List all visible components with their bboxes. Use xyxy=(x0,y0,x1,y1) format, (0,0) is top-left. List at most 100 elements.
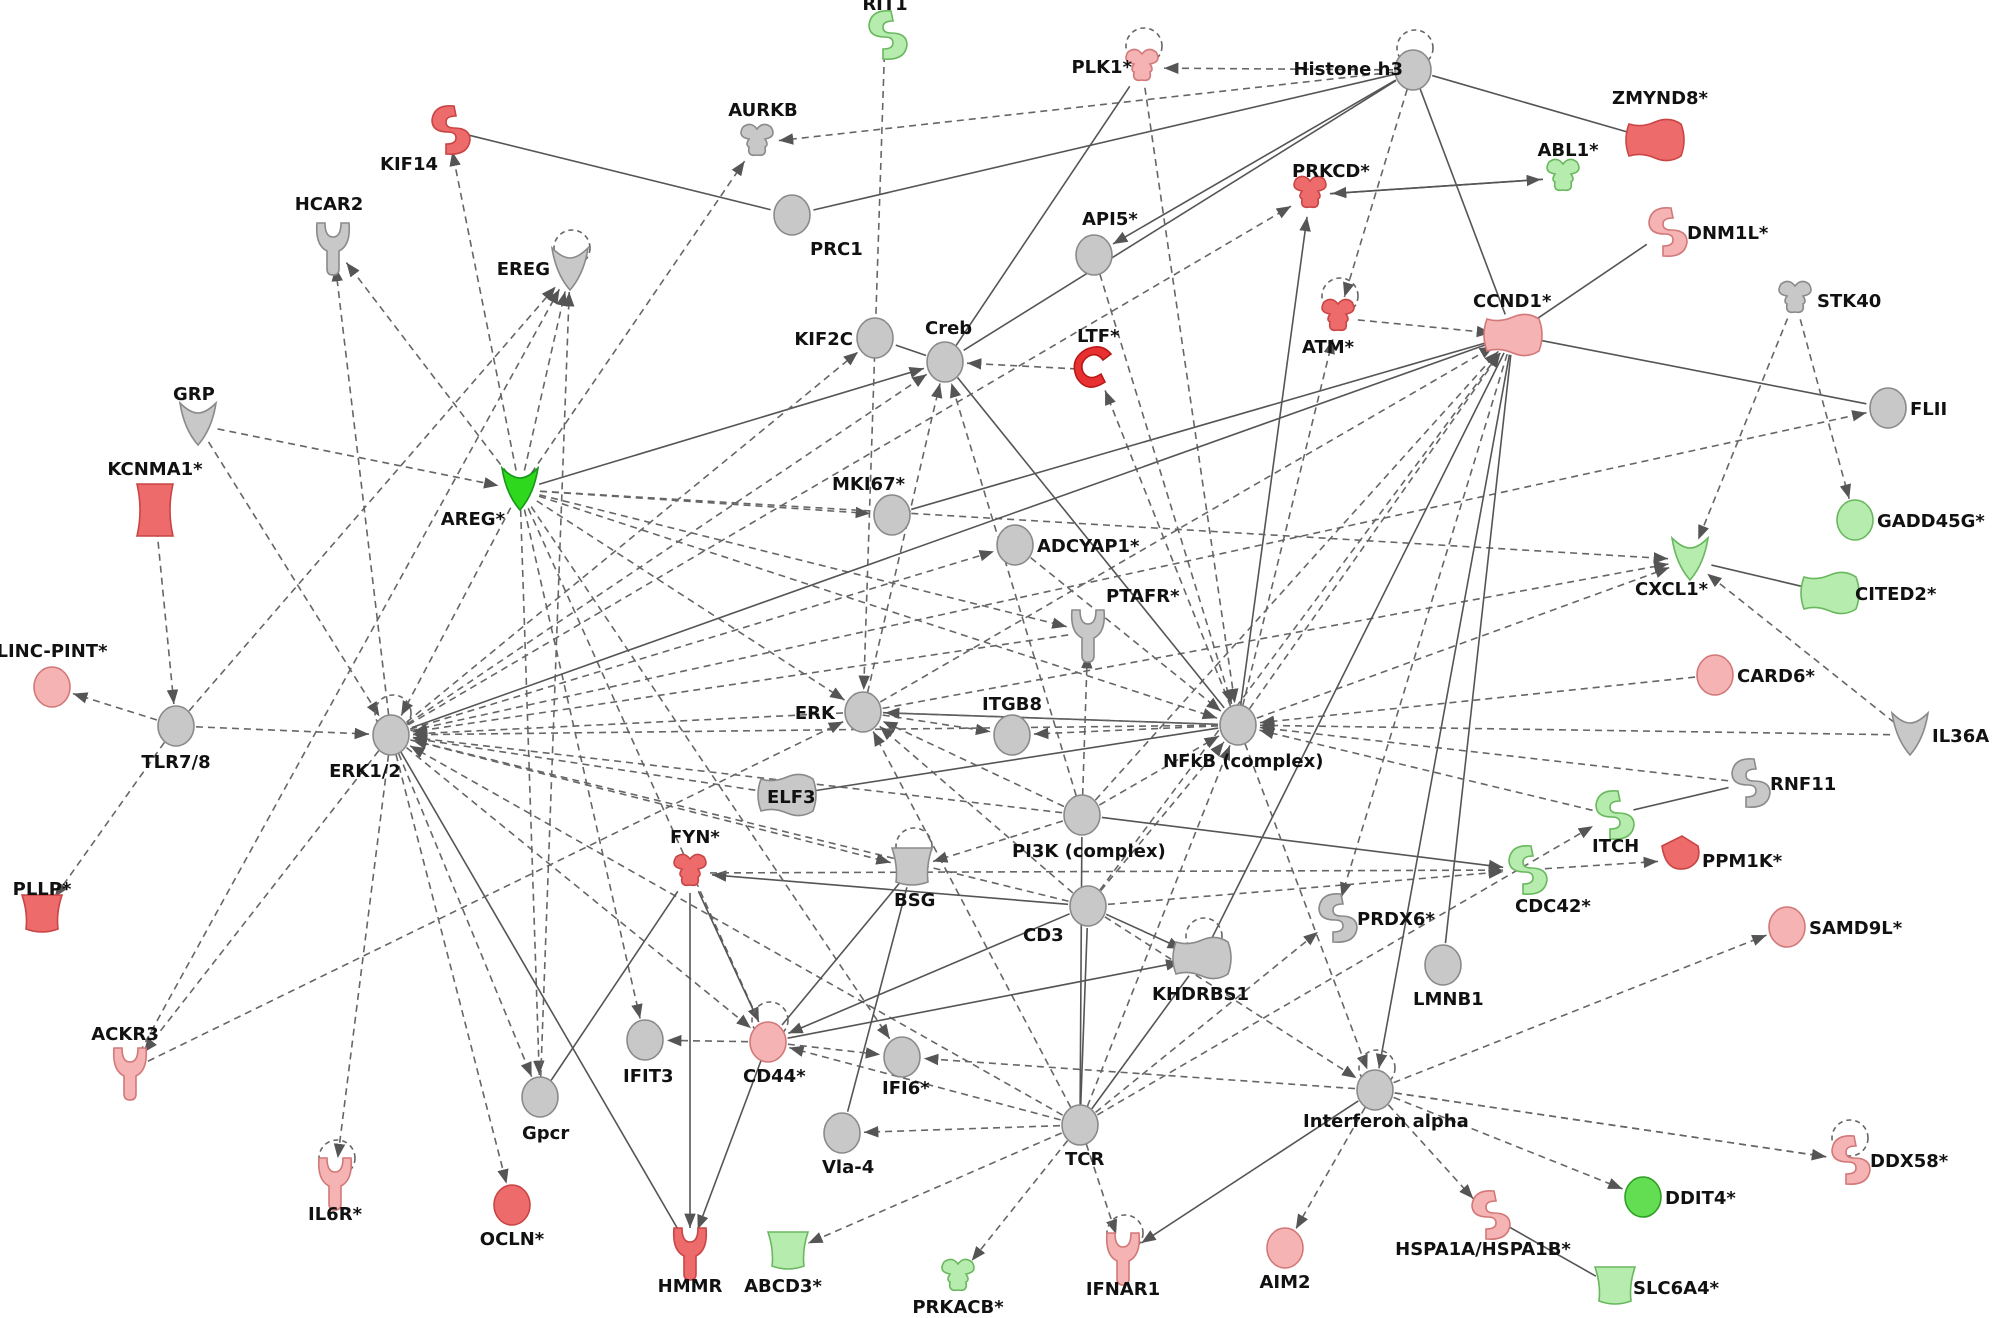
node-ifnar1[interactable]: IFNAR1 xyxy=(1086,1214,1160,1300)
node-shape-ptafr xyxy=(1070,609,1106,663)
node-shape-ccnd1 xyxy=(1483,313,1543,357)
node-prdx6[interactable]: PRDX6* xyxy=(1318,892,1435,944)
node-vla4[interactable]: Vla-4 xyxy=(822,1112,874,1178)
node-rnf11[interactable]: RNF11 xyxy=(1731,757,1836,809)
edge-rnf11-itch xyxy=(1633,786,1729,811)
node-lincpint[interactable]: LINC-PINT* xyxy=(0,641,108,708)
node-label-samd9l: SAMD9L* xyxy=(1809,918,1903,939)
node-il36a[interactable]: IL36A xyxy=(1890,710,1989,757)
edge-grp-areg xyxy=(217,428,499,489)
node-slc6a4[interactable]: SLC6A4* xyxy=(1593,1266,1720,1305)
node-stk40[interactable]: STK40 xyxy=(1778,280,1881,314)
node-erk[interactable]: ERK xyxy=(795,691,882,733)
node-hspa1a[interactable]: HSPA1A/HSPA1B* xyxy=(1395,1189,1571,1260)
node-itch[interactable]: ITCH xyxy=(1592,789,1639,857)
node-card6[interactable]: CARD6* xyxy=(1696,654,1815,696)
node-aim2[interactable]: AIM2 xyxy=(1259,1227,1311,1293)
node-erk12[interactable]: ERK1/2 xyxy=(329,694,412,782)
node-label-hcar2: HCAR2 xyxy=(295,194,364,215)
node-grp[interactable]: GRP xyxy=(173,384,218,447)
node-label-erk: ERK xyxy=(795,703,836,724)
edge-nfkb-erk xyxy=(884,707,1219,726)
node-shape-ifit3 xyxy=(626,1019,664,1061)
node-khdrbs1[interactable]: KHDRBS1 xyxy=(1152,917,1249,1005)
node-ackr3[interactable]: ACKR3 xyxy=(91,1024,159,1101)
node-label-cdc42: CDC42* xyxy=(1515,896,1591,917)
edge-tcr-erk12 xyxy=(409,745,1063,1116)
node-prkcd[interactable]: PRKCD* xyxy=(1292,161,1370,209)
node-ppm1k[interactable]: PPM1K* xyxy=(1661,835,1783,872)
node-label-prc1: PRC1 xyxy=(810,239,863,260)
node-cd44[interactable]: CD44* xyxy=(743,1001,806,1087)
edge-areg-nfkb xyxy=(538,495,1218,720)
edge-cd3-erk xyxy=(879,725,1074,894)
node-hmmr[interactable]: HMMR xyxy=(658,1227,723,1297)
node-mki67[interactable]: MKI67* xyxy=(832,474,911,536)
node-ifi6[interactable]: IFI6* xyxy=(882,1036,930,1099)
node-abcd3[interactable]: ABCD3* xyxy=(744,1231,822,1297)
node-ifit3[interactable]: IFIT3 xyxy=(623,1019,674,1087)
node-api5[interactable]: API5* xyxy=(1075,209,1138,276)
node-itgb8[interactable]: ITGB8 xyxy=(982,694,1042,756)
node-atm[interactable]: ATM* xyxy=(1302,277,1359,358)
node-il6r[interactable]: IL6R* xyxy=(308,1139,363,1225)
edge-tlr78-lincpint xyxy=(72,692,158,721)
node-nfkb[interactable]: NFkB (complex) xyxy=(1163,704,1323,772)
node-prkacb[interactable]: PRKACB* xyxy=(912,1258,1004,1318)
node-ocln[interactable]: OCLN* xyxy=(480,1184,545,1250)
node-histone[interactable]: Histone h3 xyxy=(1293,29,1434,91)
node-pllp[interactable]: PLLP* xyxy=(13,879,72,933)
node-zmynd8[interactable]: ZMYND8* xyxy=(1612,88,1709,162)
node-label-areg: AREG* xyxy=(441,509,506,530)
node-creb[interactable]: Creb xyxy=(925,318,972,383)
edge-tcr-khdrbs1 xyxy=(1091,975,1190,1110)
edge-tcr-cd44 xyxy=(789,1045,1061,1121)
edge-stk40-gadd45g xyxy=(1799,319,1851,499)
node-fyn[interactable]: FYN* xyxy=(670,827,720,887)
node-hcar2[interactable]: HCAR2 xyxy=(295,194,364,276)
node-dnm1l[interactable]: DNM1L* xyxy=(1648,206,1769,258)
node-ddx58[interactable]: DDX58* xyxy=(1831,1119,1949,1186)
node-gadd45g[interactable]: GADD45G* xyxy=(1836,499,1985,541)
node-ifnalpha[interactable]: Interferon alpha xyxy=(1303,1049,1469,1132)
node-prc1[interactable]: PRC1 xyxy=(773,194,863,260)
node-shape-flii xyxy=(1869,387,1907,429)
node-bsg[interactable]: BSG xyxy=(890,827,935,911)
node-shape-grp xyxy=(178,400,218,447)
edge-areg-erk xyxy=(536,500,845,701)
node-ptafr[interactable]: PTAFR* xyxy=(1070,586,1180,663)
node-pi3k[interactable]: PI3K (complex) xyxy=(1012,794,1166,862)
node-flii[interactable]: FLII xyxy=(1869,387,1947,429)
node-ltf[interactable]: LTF* xyxy=(1073,326,1120,388)
node-areg[interactable]: AREG* xyxy=(441,465,540,530)
node-abl1[interactable]: ABL1* xyxy=(1537,140,1599,192)
node-elf3[interactable]: ELF3 xyxy=(757,773,817,817)
node-ereg[interactable]: EREG xyxy=(497,229,591,292)
node-tcr[interactable]: TCR xyxy=(1061,1104,1104,1170)
node-aurkb[interactable]: AURKB xyxy=(728,100,798,157)
node-label-il36a: IL36A xyxy=(1932,726,1989,747)
node-kif2c[interactable]: KIF2C xyxy=(794,317,894,359)
node-ccnd1[interactable]: CCND1* xyxy=(1473,291,1552,357)
node-plk1[interactable]: PLK1* xyxy=(1071,27,1163,82)
node-shape-itgb8 xyxy=(993,714,1031,756)
node-label-ereg: EREG xyxy=(497,259,550,280)
node-kif14[interactable]: KIF14 xyxy=(380,104,471,175)
node-ddit4[interactable]: DDIT4* xyxy=(1624,1176,1736,1218)
node-kcnma1[interactable]: KCNMA1* xyxy=(107,459,203,537)
node-rit1[interactable]: RIT1 xyxy=(862,0,908,61)
node-label-itgb8: ITGB8 xyxy=(982,694,1042,715)
node-lmnb1[interactable]: LMNB1 xyxy=(1413,944,1484,1010)
node-samd9l[interactable]: SAMD9L* xyxy=(1768,906,1903,948)
edge-il36a-cxcl1 xyxy=(1706,573,1895,724)
node-adcyap1[interactable]: ADCYAP1* xyxy=(996,524,1140,566)
node-cited2[interactable]: CITED2* xyxy=(1800,571,1937,615)
node-cxcl1[interactable]: CXCL1* xyxy=(1635,535,1710,600)
node-label-prdx6: PRDX6* xyxy=(1357,909,1435,930)
edge-cd3-khdrbs1 xyxy=(1105,913,1183,950)
node-cdc42[interactable]: CDC42* xyxy=(1508,844,1591,917)
node-tlr78[interactable]: TLR7/8 xyxy=(141,705,211,773)
node-gpcr[interactable]: Gpcr xyxy=(521,1076,569,1144)
node-shape-kcnma1 xyxy=(135,483,175,537)
node-cd3[interactable]: CD3 xyxy=(1023,885,1107,946)
